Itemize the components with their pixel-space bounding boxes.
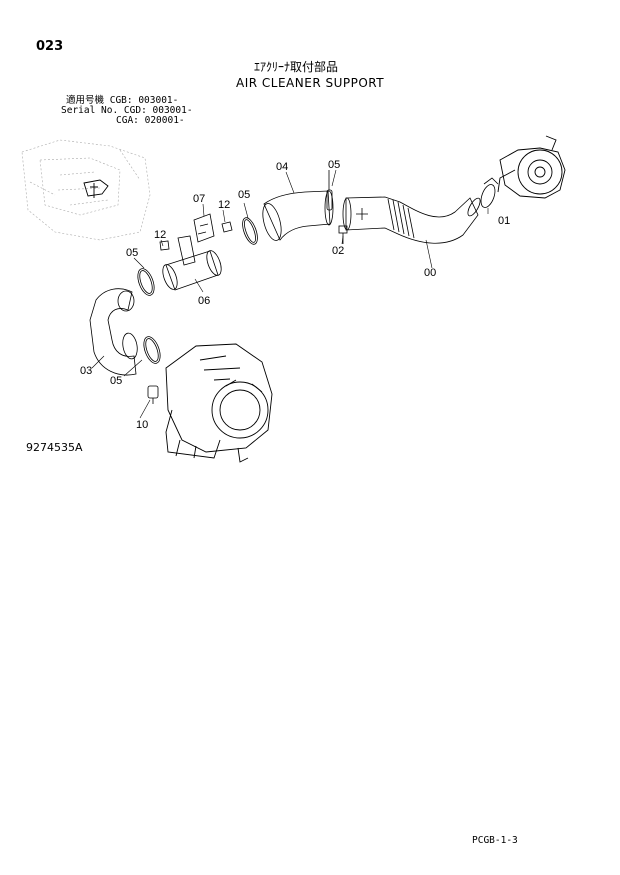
pipe-06 — [162, 235, 222, 291]
air-cleaner-body — [165, 343, 273, 463]
leader-lines — [91, 169, 489, 419]
title-english: AIR CLEANER SUPPORT — [236, 76, 385, 90]
hose-04 — [262, 190, 334, 241]
part-label-12a: 12 — [154, 229, 166, 241]
engine-mount-detail — [83, 179, 109, 198]
part-label-05a: 05 — [126, 247, 138, 259]
nut-12a — [221, 221, 233, 233]
serial-line-3: CGA: 020001- — [116, 115, 185, 126]
part-label-05c: 05 — [238, 189, 250, 201]
page-number: 023 — [36, 39, 64, 54]
bracket-07 — [193, 213, 215, 243]
engine-context-sketch — [21, 139, 151, 241]
intake-duct-00 — [342, 196, 481, 244]
turbocharger — [497, 135, 566, 199]
part-label-00: 00 — [424, 267, 436, 279]
part-label-12b: 12 — [218, 199, 230, 211]
hose-clamp-05c — [242, 217, 258, 245]
sheet-code: PCGB-1-3 — [472, 835, 518, 846]
part-label-02: 02 — [332, 245, 344, 257]
part-label-10: 10 — [136, 419, 148, 431]
drawing-number: 9274535A — [26, 441, 83, 454]
hose-clamp-05d — [326, 170, 333, 211]
serial-line-2: Serial No. CGD: 003001- — [61, 105, 193, 116]
elbow-hose-03 — [89, 288, 138, 376]
serial-line-1: 適用号機 CGB: 003001- — [66, 95, 179, 106]
part-label-01: 01 — [498, 215, 510, 227]
part-label-06: 06 — [198, 295, 210, 307]
part-label-04: 04 — [276, 161, 288, 173]
nut-12b — [159, 240, 170, 251]
part-label-05d: 05 — [328, 159, 340, 171]
hose-clamp-05a — [137, 268, 155, 296]
clamp-01 — [480, 177, 499, 208]
part-label-05b: 05 — [110, 375, 122, 387]
restriction-indicator-10 — [147, 385, 159, 404]
part-label-03: 03 — [80, 365, 92, 377]
hose-clamp-05b — [143, 336, 161, 364]
part-label-07: 07 — [193, 193, 205, 205]
bolt-02 — [338, 225, 348, 244]
title-japanese: ｴｱｸﾘｰﾅ取付部品 — [254, 60, 339, 74]
